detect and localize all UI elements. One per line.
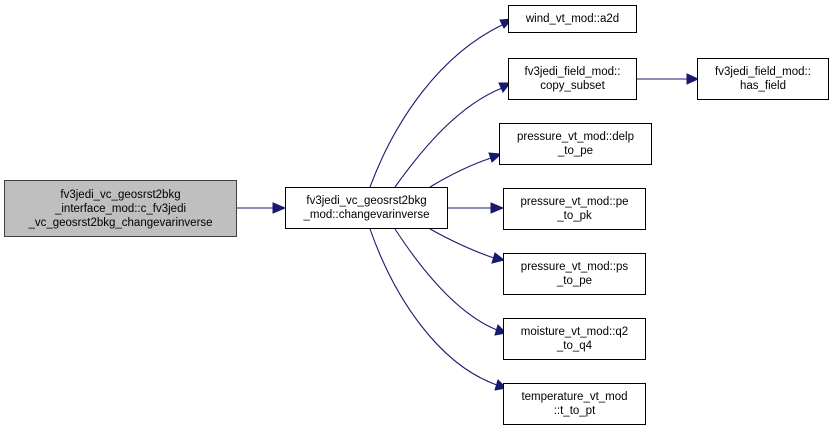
node-has-field[interactable]: fv3jedi_field_mod:: has_field xyxy=(697,58,829,100)
node-interface[interactable]: fv3jedi_vc_geosrst2bkg _interface_mod::c… xyxy=(4,180,237,237)
node-a2d[interactable]: wind_vt_mod::a2d xyxy=(508,5,637,33)
node-pe-to-pk-line-1: pressure_vt_mod::pe xyxy=(520,196,629,208)
node-pe-to-pk[interactable]: pressure_vt_mod::pe _to_pk xyxy=(503,188,646,230)
edge-arrowhead-copy_subset-to-has_field xyxy=(686,73,700,85)
edge-arrowhead-changevarinverse-to-pe_to_pk xyxy=(490,202,505,214)
node-delp-to-pe-line-2: _to_pe xyxy=(557,145,594,157)
node-delp-to-pe-line-1: pressure_vt_mod::delp xyxy=(517,131,634,143)
node-t-to-pt-line-2: ::t_to_pt xyxy=(553,405,596,417)
edge-arrowhead-changevarinverse-to-copy_subset xyxy=(498,82,512,93)
node-interface-line-1: fv3jedi_vc_geosrst2bkg xyxy=(60,188,181,201)
node-ps-to-pe-line-2: _to_pe xyxy=(556,275,593,287)
edge-arrowhead-interface-to-changevarinverse xyxy=(272,202,287,214)
edge-changevarinverse-to-t_to_pt xyxy=(369,228,498,386)
node-copy-subset-line-2: copy_subset xyxy=(540,80,605,92)
node-q2-to-q4[interactable]: moisture_vt_mod::q2 _to_q4 xyxy=(503,318,646,360)
node-copy-subset[interactable]: fv3jedi_field_mod:: copy_subset xyxy=(508,58,637,100)
edge-changevarinverse-to-copy_subset xyxy=(394,87,503,188)
node-changevarinverse-line-1: fv3jedi_vc_geosrst2bkg xyxy=(306,195,427,207)
edge-changevarinverse-to-a2d xyxy=(369,24,503,188)
edge-arrowhead-changevarinverse-to-ps_to_pe xyxy=(491,252,506,264)
node-pe-to-pk-line-2: _to_pk xyxy=(557,210,592,222)
edge-changevarinverse-to-delp_to_pe xyxy=(429,157,492,188)
node-delp-to-pe[interactable]: pressure_vt_mod::delp _to_pe xyxy=(499,123,652,165)
edge-arrowhead-changevarinverse-to-delp_to_pe xyxy=(488,152,503,163)
node-interface-line-2: _interface_mod::c_fv3jedi xyxy=(54,202,187,215)
node-q2-to-q4-line-1: moisture_vt_mod::q2 xyxy=(520,326,629,338)
node-q2-to-q4-line-2: _to_q4 xyxy=(556,340,593,352)
node-interface-line-3: _vc_geosrst2bkg_changevarinverse xyxy=(28,216,213,229)
node-has-field-line-2: has_field xyxy=(739,80,787,92)
edge-changevarinverse-to-q2_to_q4 xyxy=(394,228,498,331)
node-changevarinverse[interactable]: fv3jedi_vc_geosrst2bkg _mod::changevarin… xyxy=(285,187,448,229)
node-ps-to-pe[interactable]: pressure_vt_mod::ps _to_pe xyxy=(503,253,646,295)
edge-changevarinverse-to-ps_to_pe xyxy=(429,228,495,259)
node-t-to-pt-line-1: temperature_vt_mod xyxy=(521,391,628,403)
node-changevarinverse-line-2: _mod::changevarinverse xyxy=(303,209,430,221)
node-a2d-line-1: wind_vt_mod::a2d xyxy=(525,13,620,25)
node-has-field-line-1: fv3jedi_field_mod:: xyxy=(715,66,811,78)
node-copy-subset-line-1: fv3jedi_field_mod:: xyxy=(524,66,621,78)
node-ps-to-pe-line-1: pressure_vt_mod::ps xyxy=(520,261,629,273)
node-t-to-pt[interactable]: temperature_vt_mod ::t_to_pt xyxy=(503,383,646,425)
